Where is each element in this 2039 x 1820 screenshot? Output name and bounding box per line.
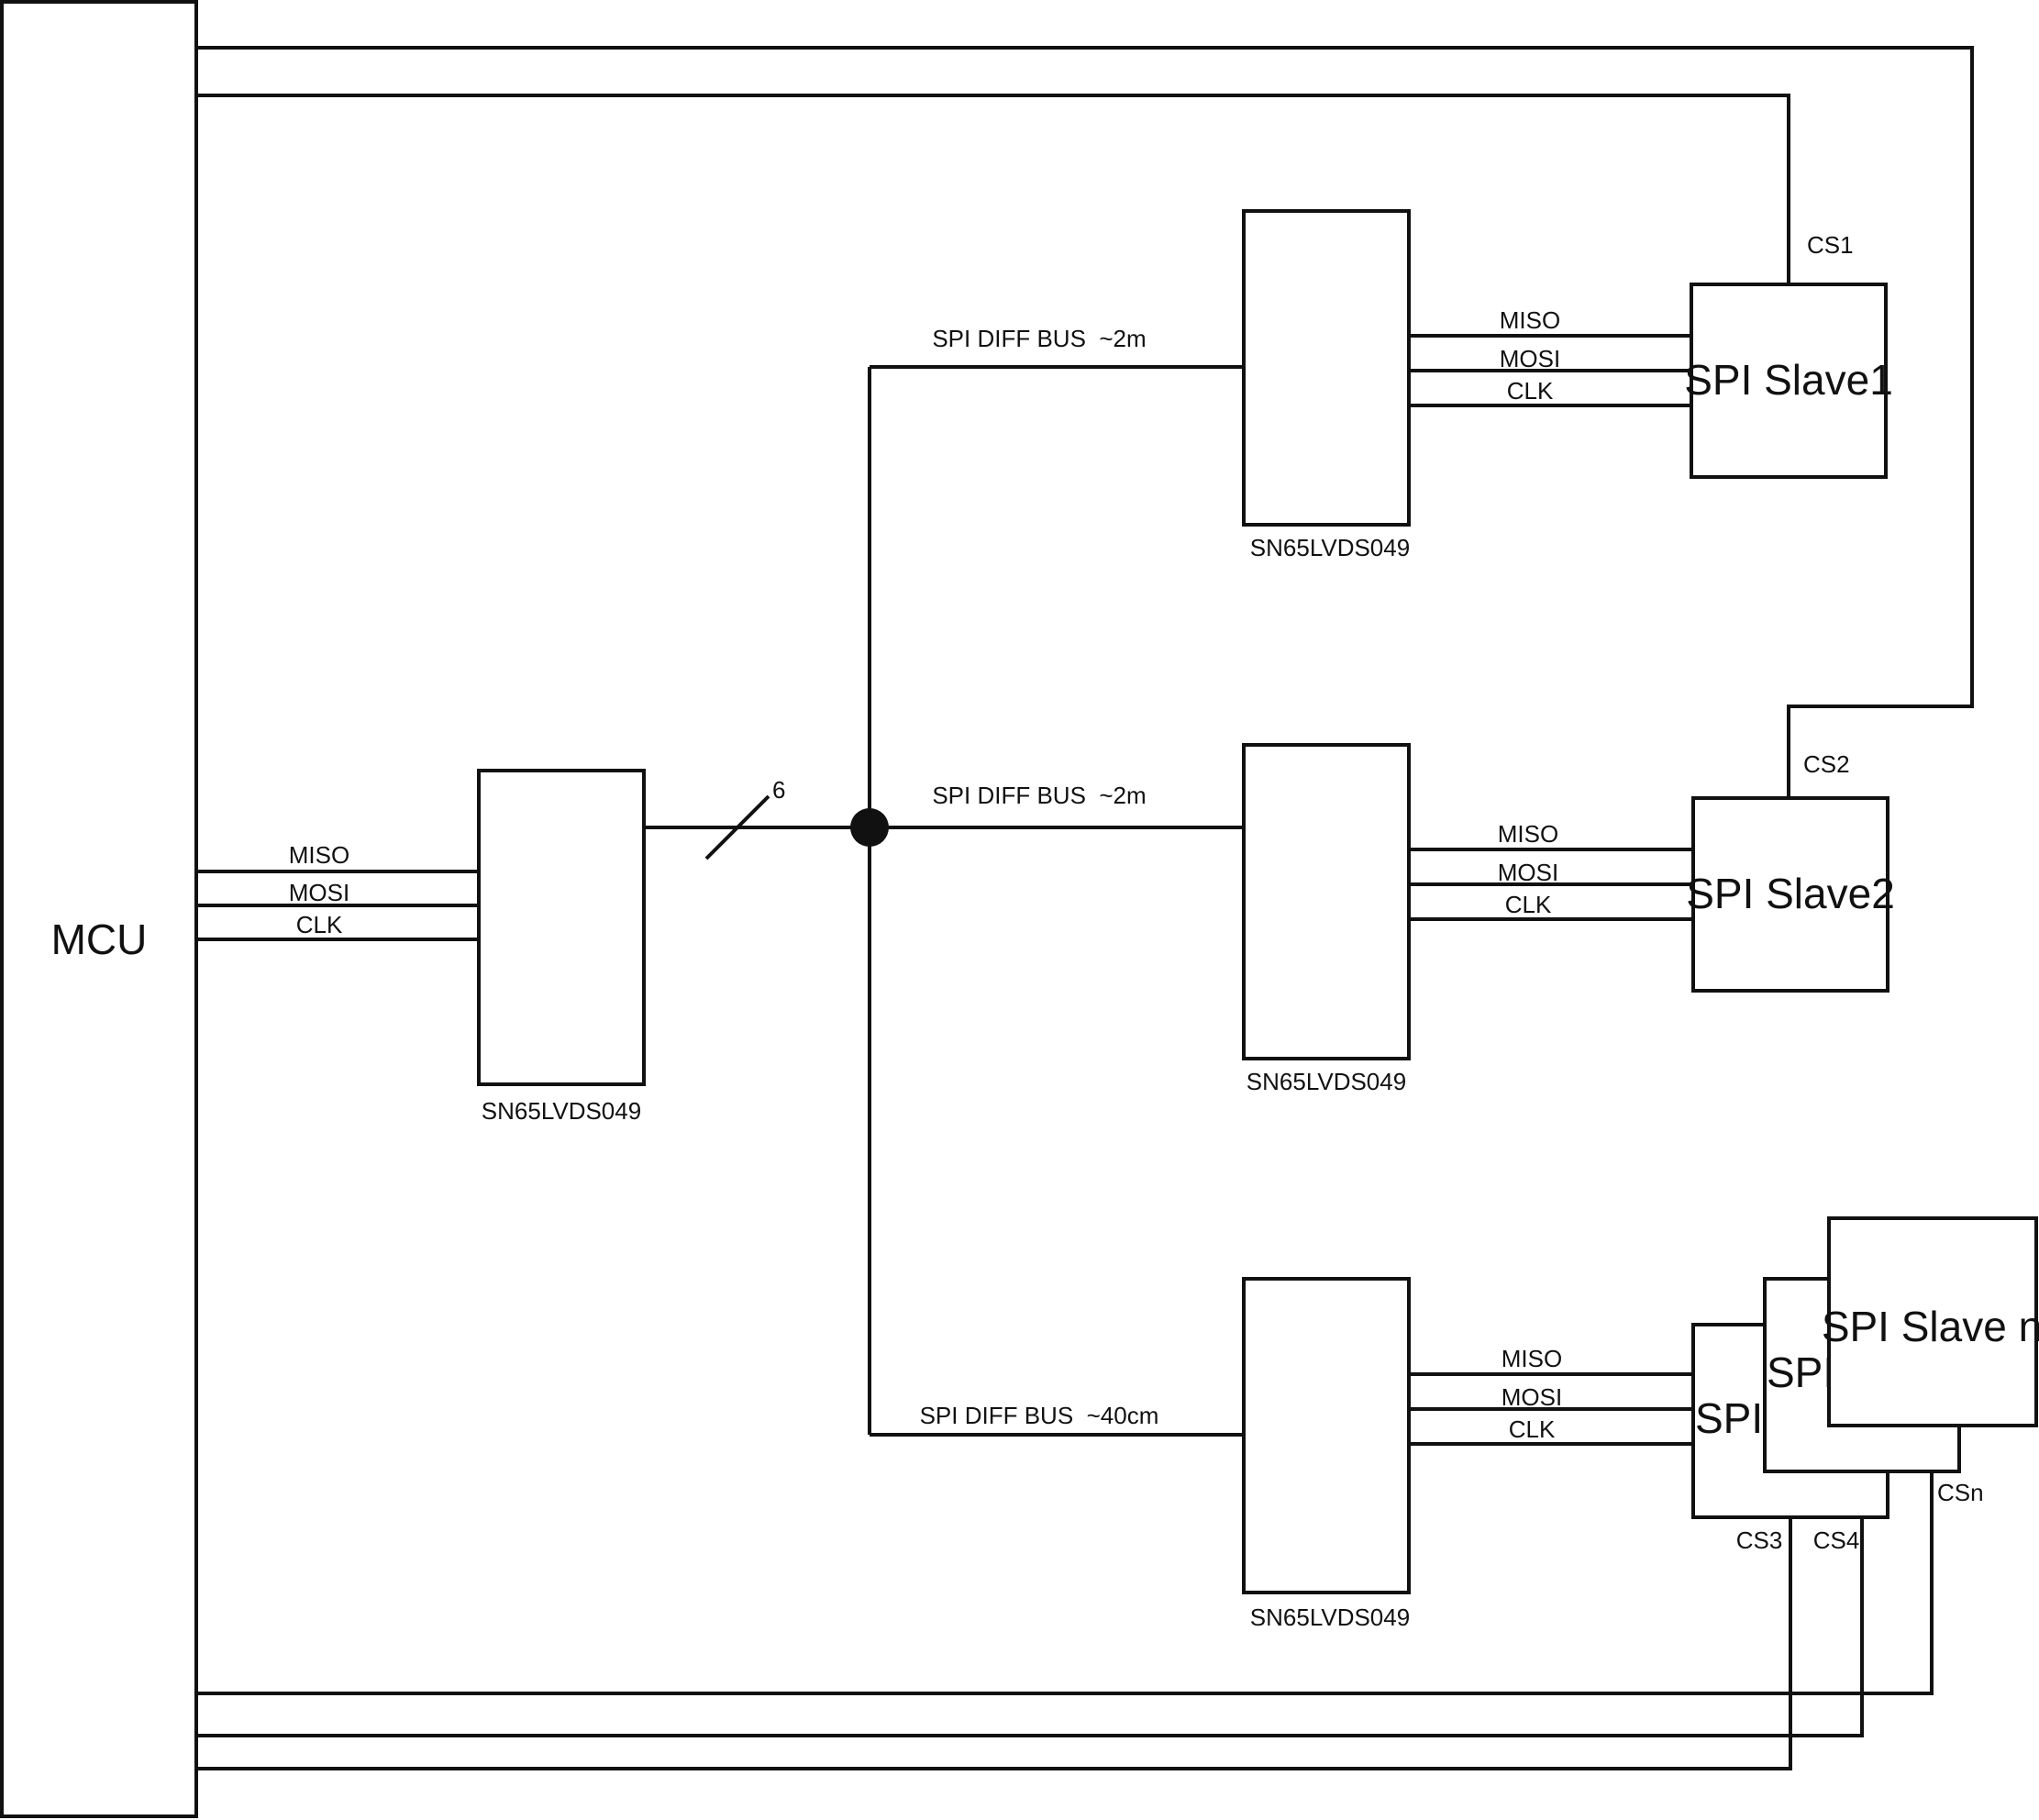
s1-mosi-label: MOSI	[1500, 345, 1560, 372]
s2-mosi-label: MOSI	[1498, 859, 1558, 886]
branch3-bus-label: SPI DIFF BUS ~40cm	[920, 1402, 1159, 1429]
s3-mosi-label: MOSI	[1502, 1383, 1562, 1411]
transceiver-3[interactable]	[1242, 1277, 1411, 1594]
spi-slave-n-label: SPI Slave n	[1822, 1303, 2039, 1350]
transceiver-1[interactable]	[1242, 209, 1411, 527]
spi-slave-1[interactable]	[1690, 283, 1888, 479]
spi-slave-3-label: SPI	[1695, 1394, 1763, 1442]
cs4-label: CS4	[1813, 1526, 1860, 1554]
spi-slave-n[interactable]	[1827, 1216, 2038, 1427]
mcu-mosi-label: MOSI	[289, 879, 349, 906]
transceiver-3-label: SN65LVDS049	[1250, 1604, 1410, 1631]
branch2-bus-label: SPI DIFF BUS ~2m	[932, 782, 1146, 809]
master-transceiver-label: SN65LVDS049	[482, 1097, 641, 1125]
cs1-wire	[196, 94, 1790, 284]
transceiver-2[interactable]	[1242, 743, 1411, 1060]
bus-width-label: 6	[772, 776, 785, 804]
bus-width-slash	[704, 794, 770, 860]
csn-wire	[196, 1427, 1934, 1695]
spi-slave-2-label: SPI Slave2	[1686, 870, 1895, 917]
mcu-block[interactable]	[0, 0, 198, 1818]
cs3-wire	[196, 1515, 1792, 1770]
cs2-wire	[196, 46, 1974, 798]
mcu-label: MCU	[51, 916, 148, 963]
cs2-label: CS2	[1803, 750, 1850, 778]
transceiver-2-label: SN65LVDS049	[1247, 1068, 1406, 1095]
csn-label: CSn	[1937, 1479, 1984, 1506]
branch1-bus-label: SPI DIFF BUS ~2m	[932, 325, 1146, 352]
s3-clk-label: CLK	[1509, 1415, 1556, 1443]
cs3-label: CS3	[1736, 1526, 1783, 1554]
mcu-clk-label: CLK	[296, 911, 343, 938]
mcu-miso-label: MISO	[289, 841, 349, 869]
s2-miso-label: MISO	[1498, 820, 1558, 848]
transceiver-1-label: SN65LVDS049	[1250, 534, 1410, 561]
cs1-label: CS1	[1807, 231, 1854, 259]
spi-slave-4-label: SPI	[1767, 1348, 1834, 1396]
cs4-wire	[196, 1471, 1864, 1737]
s3-miso-label: MISO	[1502, 1345, 1562, 1372]
master-transceiver[interactable]	[477, 769, 646, 1086]
s2-clk-label: CLK	[1505, 891, 1552, 918]
s1-clk-label: CLK	[1507, 377, 1554, 405]
s1-miso-label: MISO	[1500, 306, 1560, 334]
spi-slave-1-label: SPI Slave1	[1684, 356, 1893, 404]
spi-slave-2[interactable]	[1691, 796, 1889, 993]
